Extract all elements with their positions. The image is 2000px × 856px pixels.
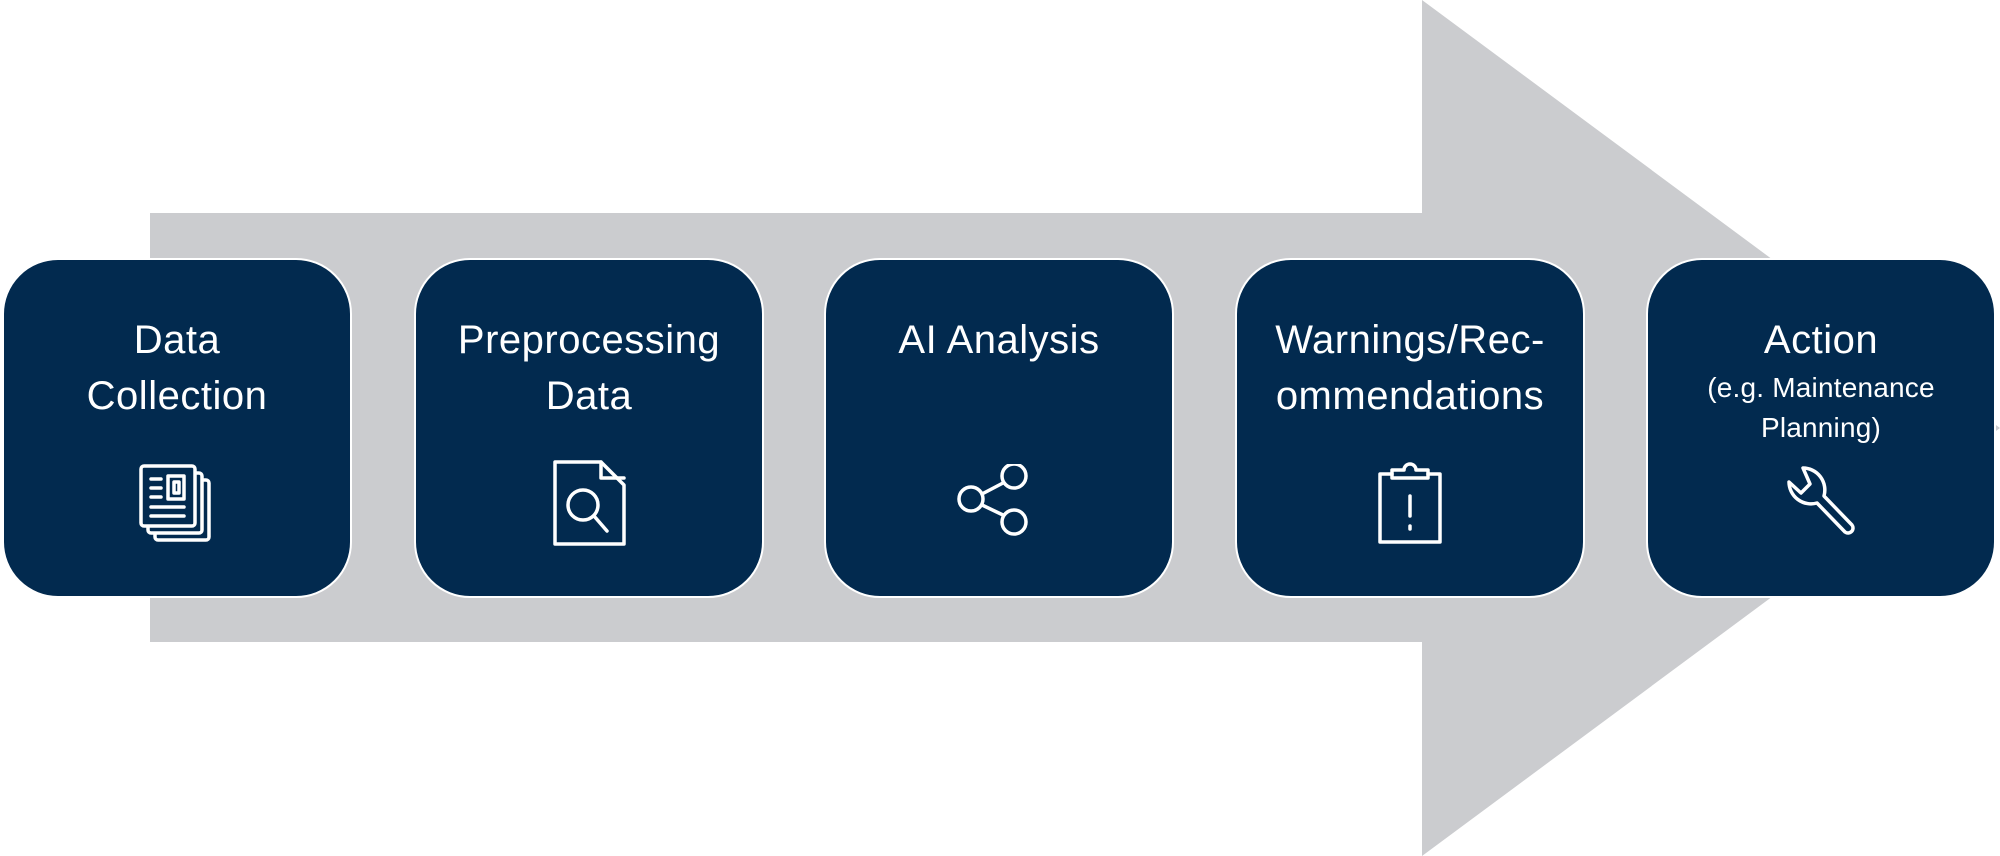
documents-stack-icon [4, 460, 350, 560]
step-title-line-1: Warnings/Rec- [1275, 318, 1545, 362]
step-preprocessing: Preprocessing Data [414, 258, 764, 598]
step-title-line-1: Preprocessing [457, 318, 721, 362]
step-title: Preprocessing Data [416, 312, 762, 424]
step-title: AI Analysis [826, 312, 1172, 368]
clipboard-alert-icon [1237, 460, 1583, 560]
step-title-line-1: Action [1763, 318, 1879, 362]
step-title: Warnings/Rec- ommendations [1237, 312, 1583, 424]
step-title: Data Collection [4, 312, 350, 424]
step-title-line-1: AI Analysis [898, 318, 1100, 362]
step-action: Action (e.g. Maintenance Planning) [1646, 258, 1996, 598]
share-nodes-icon [826, 464, 1172, 564]
step-data-collection: Data Collection [2, 258, 352, 598]
step-title-line-2: Collection [86, 374, 268, 418]
step-warnings: Warnings/Rec- ommendations [1235, 258, 1585, 598]
wrench-icon [1648, 462, 1994, 562]
step-title-line-1: Data [133, 318, 221, 362]
step-title: Action (e.g. Maintenance Planning) [1648, 312, 1994, 448]
step-ai-analysis: AI Analysis [824, 258, 1174, 598]
step-subtitle-line-2: Planning) [1760, 412, 1882, 443]
step-subtitle-line-1: (e.g. Maintenance [1707, 372, 1935, 403]
step-title-line-2: ommendations [1275, 374, 1545, 418]
step-title-line-2: Data [545, 374, 633, 418]
document-search-icon [416, 458, 762, 558]
